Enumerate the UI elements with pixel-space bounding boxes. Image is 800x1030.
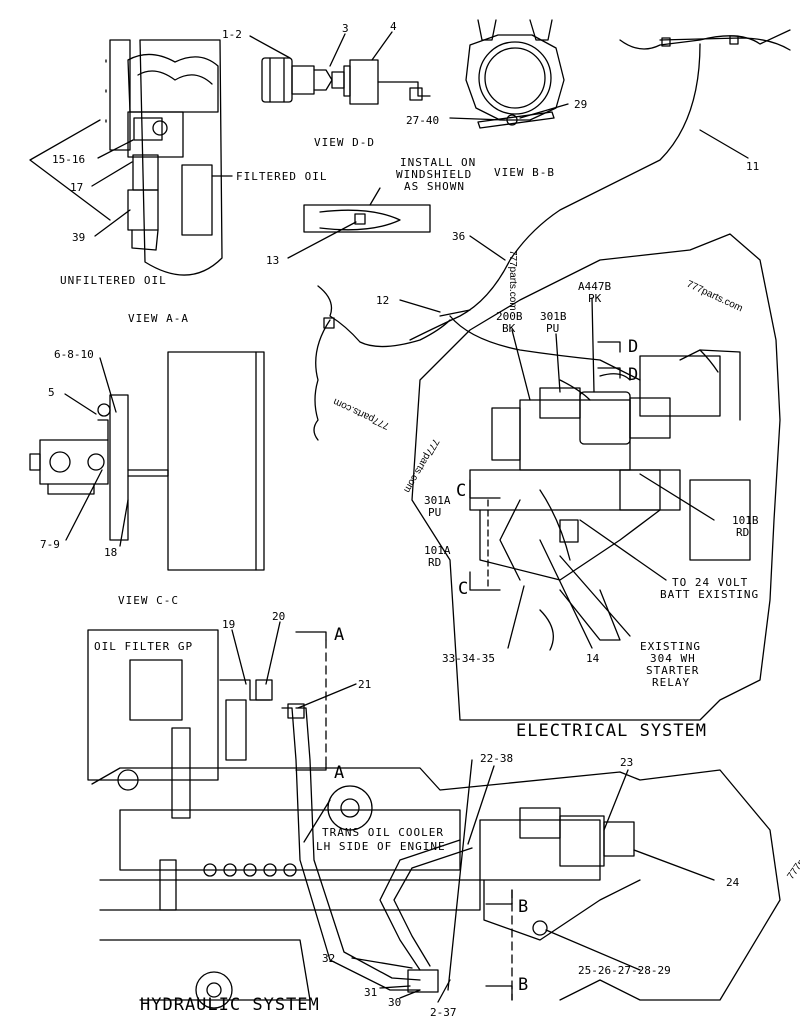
- view-d-leaders: [249, 31, 393, 67]
- electrical-drawing: [411, 233, 781, 721]
- callout-33-34-35: 33-34-35: [442, 652, 495, 665]
- watermark: 777parts.com: [332, 396, 392, 432]
- callout-3: 3: [342, 22, 349, 35]
- section-d-top: D: [628, 337, 639, 357]
- filtered-oil-note: FILTERED OIL: [236, 170, 327, 183]
- section-d-markers: [597, 341, 621, 379]
- callout-25-29: 25-26-27-28-29: [578, 964, 671, 977]
- view-c-caption: VIEW C-C: [118, 594, 179, 607]
- wire-301b: 301B: [540, 310, 567, 323]
- callout-27-40: 27-40: [406, 114, 439, 127]
- batt-note-line-2: BATT EXISTING: [660, 588, 759, 601]
- section-b-bottom: B: [518, 975, 529, 995]
- cooler-note-line-1: TRANS OIL COOLER: [322, 826, 444, 839]
- relay-note-line-3: STARTER: [646, 664, 699, 677]
- section-a-bottom: A: [334, 763, 345, 783]
- wire-a447b-color: PK: [588, 292, 602, 305]
- view-c-drawing: [29, 351, 265, 571]
- hydraulic-system-title: HYDRAULIC SYSTEM: [140, 995, 320, 1015]
- callout-4: 4: [390, 20, 397, 33]
- harness-drawing: [313, 29, 791, 441]
- callout-31: 31: [364, 986, 377, 999]
- callout-24: 24: [726, 876, 740, 889]
- relay-note-line-4: RELAY: [652, 676, 690, 689]
- hydraulic-leaders: [231, 621, 715, 1003]
- callout-21: 21: [358, 678, 371, 691]
- view-a-caption: VIEW A-A: [128, 312, 189, 325]
- callout-36: 36: [452, 230, 465, 243]
- callout-22-38: 22-38: [480, 752, 513, 765]
- callout-1-2: 1-2: [222, 28, 242, 41]
- relay-note-line-1: EXISTING: [640, 640, 701, 653]
- view-a-leaders: [91, 139, 134, 237]
- section-b-markers: [485, 889, 513, 1001]
- hydraulic-drawing: [87, 629, 781, 1009]
- callout-6-8-10: 6-8-10: [54, 348, 94, 361]
- electrical-system-title: ELECTRICAL SYSTEM: [516, 721, 707, 741]
- wire-200b-color: BK: [502, 322, 516, 335]
- relay-note-line-2: 304 WH: [650, 652, 696, 665]
- view-b-caption: VIEW B-B: [494, 166, 555, 179]
- harness-leaders: [399, 129, 749, 313]
- callout-30: 30: [388, 996, 401, 1009]
- watermark: 777parts.com: [507, 250, 518, 311]
- wire-301a: 301A: [424, 494, 451, 507]
- section-d-bottom: D: [628, 365, 639, 385]
- callout-15-16: 15-16: [52, 153, 85, 166]
- windshield-note-line-2: WINDSHIELD: [396, 168, 472, 181]
- wire-101b-color: RD: [736, 526, 749, 539]
- cooler-note-line-2: LH SIDE OF ENGINE: [316, 840, 446, 853]
- windshield-note-line-3: AS SHOWN: [404, 180, 465, 193]
- callout-7-9: 7-9: [40, 538, 60, 551]
- callout-12: 12: [376, 294, 389, 307]
- electrical-leaders: [507, 297, 715, 649]
- watermark: 777parts.com: [401, 437, 441, 495]
- view-d-caption: VIEW D-D: [314, 136, 375, 149]
- wire-301a-color: PU: [428, 506, 441, 519]
- windshield-drawing: [303, 187, 431, 233]
- section-c-markers: [469, 479, 501, 591]
- callout-23: 23: [620, 756, 633, 769]
- section-a-markers: [295, 631, 327, 771]
- callout-32: 32: [322, 952, 335, 965]
- view-a-drawing: [29, 39, 233, 276]
- section-c-top: C: [456, 481, 467, 501]
- wire-a447b: A447B: [578, 280, 611, 293]
- watermark: 777parts.com: [685, 279, 745, 315]
- wire-301b-color: PU: [546, 322, 559, 335]
- batt-note-line-1: TO 24 VOLT: [672, 576, 748, 589]
- section-c-bottom: C: [458, 579, 469, 599]
- callout-29: 29: [574, 98, 587, 111]
- watermark: 777parts.com: [785, 826, 800, 882]
- view-b-leaders: [449, 103, 569, 121]
- oil-filter-label: OIL FILTER GP: [94, 640, 193, 653]
- windshield-leader: [287, 221, 357, 259]
- view-c-leaders: [64, 357, 129, 547]
- callout-14: 14: [586, 652, 600, 665]
- windshield-note-line-1: INSTALL ON: [400, 156, 476, 169]
- callout-17: 17: [70, 181, 83, 194]
- callout-18: 18: [104, 546, 117, 559]
- wire-200b: 200B: [496, 310, 523, 323]
- callout-2-37: 2-37: [430, 1006, 457, 1019]
- callout-13: 13: [266, 254, 279, 267]
- wire-101a-color: RD: [428, 556, 441, 569]
- callout-20: 20: [272, 610, 285, 623]
- section-a-top: A: [334, 625, 345, 645]
- unfiltered-oil-note: UNFILTERED OIL: [60, 274, 167, 287]
- callout-39: 39: [72, 231, 85, 244]
- wire-101b: 101B: [732, 514, 759, 527]
- view-b-drawing: [465, 19, 565, 129]
- wire-101a: 101A: [424, 544, 451, 557]
- callout-5: 5: [48, 386, 55, 399]
- view-d-drawing: [261, 57, 431, 105]
- callout-19: 19: [222, 618, 235, 631]
- section-b-top: B: [518, 897, 529, 917]
- callout-11: 11: [746, 160, 759, 173]
